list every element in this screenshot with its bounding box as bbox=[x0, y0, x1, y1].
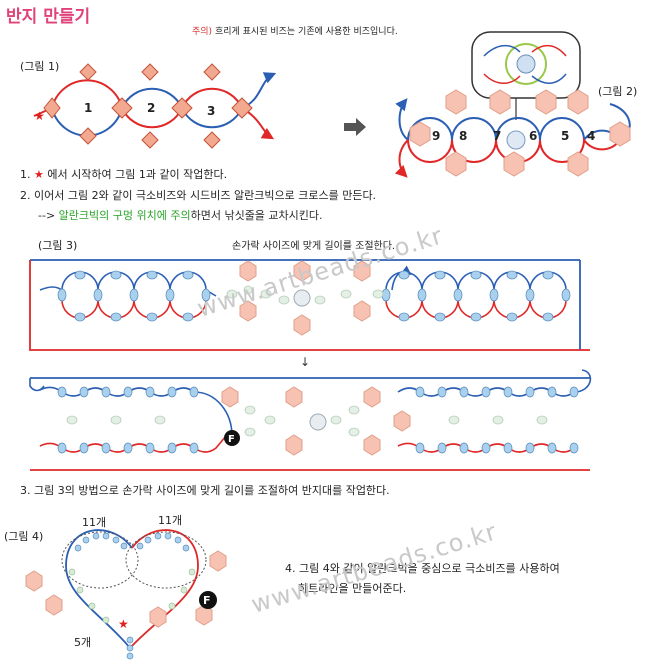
fig2-number-6: 6 bbox=[529, 129, 537, 143]
fig1-label: (그림 1) bbox=[20, 60, 60, 73]
fig1-number-2: 2 bbox=[147, 101, 155, 115]
note-body: 흐리게 표시된 비즈는 기존에 사용한 비즈입니다. bbox=[214, 27, 398, 37]
fig1-number-1: 1 bbox=[84, 101, 92, 115]
fig4-count-right: 11개 bbox=[158, 514, 183, 527]
fig4-start-star-icon: ★ bbox=[118, 617, 129, 631]
step-1: 1. ★ 에서 시작하여 그림 1과 같이 작업한다. bbox=[20, 166, 227, 182]
fig1-number-3: 3 bbox=[207, 104, 215, 118]
fig4-diagram: ★ F bbox=[25, 529, 227, 660]
note-prefix: 주의) bbox=[192, 27, 215, 37]
step-2: 2. 이어서 그림 2와 같이 극소비즈와 시드비즈 알란크빅으로 크로스를 만… bbox=[20, 189, 377, 202]
step-3: 3. 그림 3의 방법으로 손가락 사이즈에 맞게 길이를 조절하여 반지대를 … bbox=[20, 484, 390, 497]
step-2-highlight: 알란크빅의 구멍 위치에 주의 bbox=[58, 209, 191, 222]
fig2-label: (그림 2) bbox=[598, 85, 638, 98]
step-2-rest: 하면서 낚싯줄을 교차시킨다. bbox=[190, 209, 323, 222]
step-1-number: 1. bbox=[20, 168, 31, 181]
fig4-f-marker: F bbox=[203, 594, 211, 607]
fig2-number-9: 9 bbox=[432, 129, 440, 143]
start-star-icon: ★ bbox=[34, 168, 44, 181]
arrow-text: --> bbox=[38, 209, 59, 222]
down-arrow-icon: ↓ bbox=[300, 355, 310, 369]
fig2-number-7: 7 bbox=[493, 129, 501, 143]
fig2-diagram: 9 8 7 6 5 4 bbox=[394, 31, 631, 178]
fig3-f-marker: F bbox=[228, 434, 235, 445]
fig3-strip-top bbox=[29, 259, 590, 351]
fig1-start-star-icon: ★ bbox=[34, 109, 45, 123]
fig2-number-8: 8 bbox=[459, 129, 467, 143]
fig4-label: (그림 4) bbox=[4, 530, 44, 543]
fig3-strip-bottom: F bbox=[29, 369, 592, 471]
note-text: 주의) 흐리게 표시된 비즈는 기존에 사용한 비즈입니다. bbox=[192, 24, 398, 37]
next-arrow-icon bbox=[344, 118, 366, 136]
fig4-count-left: 11개 bbox=[82, 516, 107, 529]
step-2-detail: --> 알란크빅의 구멍 위치에 주의하면서 낚싯줄을 교차시킨다. bbox=[38, 207, 323, 223]
step-1-text: 에서 시작하여 그림 1과 같이 작업한다. bbox=[47, 168, 228, 181]
fig2-number-4: 4 bbox=[587, 129, 595, 143]
fig4-count-bottom: 5개 bbox=[74, 636, 92, 649]
step-4-line-1: 4. 그림 4와 같이 알란크빅을 중심으로 극소비즈를 사용하여 bbox=[285, 562, 560, 575]
fig3-label: (그림 3) bbox=[38, 239, 78, 252]
page-title: 반지 만들기 bbox=[6, 7, 91, 27]
fig2-number-5: 5 bbox=[561, 129, 569, 143]
fig1-diagram: ★ 1 2 3 bbox=[33, 63, 277, 149]
fig3-caption: 손가락 사이즈에 맞게 길이를 조절한다. bbox=[232, 241, 396, 252]
step-4-line-2: 하트라인을 만들어준다. bbox=[298, 582, 407, 595]
